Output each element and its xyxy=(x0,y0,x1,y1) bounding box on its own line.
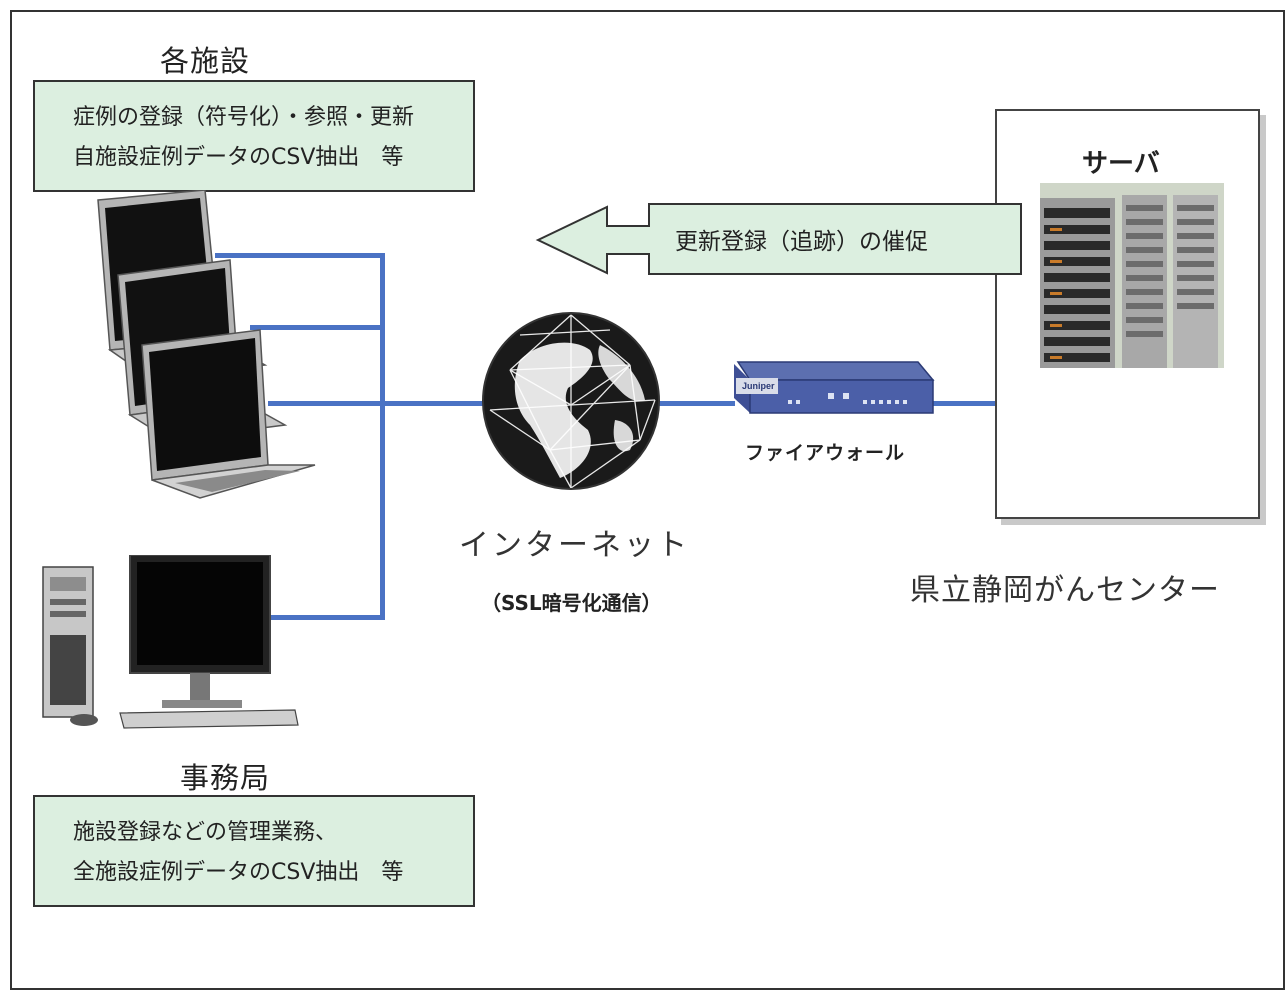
server-rack-icon xyxy=(1040,183,1224,368)
secretariat-function-line: 施設登録などの管理業務、 xyxy=(73,820,338,845)
cancer-center-label: 県立静岡がんセンター xyxy=(910,573,1220,608)
secretariat-title: 事務局 xyxy=(180,761,271,795)
ssl-note: （SSL暗号化通信） xyxy=(481,591,662,615)
reminder-arrow-label: 更新登録（追跡）の催促 xyxy=(675,229,928,255)
firewall-icon: Juniper xyxy=(734,361,935,414)
network-line xyxy=(268,401,483,406)
network-line xyxy=(215,253,385,258)
server-label: サーバ xyxy=(1082,149,1160,179)
reminder-arrow xyxy=(535,203,1022,275)
laptop-icon xyxy=(97,190,316,499)
network-line xyxy=(262,615,385,620)
network-line xyxy=(932,401,997,406)
facilities-title: 各施設 xyxy=(160,44,251,78)
globe-icon xyxy=(482,312,660,490)
network-line xyxy=(250,325,385,330)
network-line xyxy=(655,401,735,406)
facilities-function-line: 自施設症例データのCSV抽出 等 xyxy=(73,145,404,170)
facilities-function-line: 症例の登録（符号化）・参照・更新 xyxy=(73,105,415,130)
firewall-brand: Juniper xyxy=(742,381,775,391)
network-line xyxy=(380,253,385,620)
secretariat-functions-box: 施設登録などの管理業務、 全施設症例データのCSV抽出 等 xyxy=(33,795,475,907)
firewall-label: ファイアウォール xyxy=(745,442,906,464)
desktop-pc-icon xyxy=(42,555,299,729)
facilities-functions-box: 症例の登録（符号化）・参照・更新 自施設症例データのCSV抽出 等 xyxy=(33,80,475,192)
internet-label: インターネット xyxy=(459,528,690,563)
secretariat-function-line: 全施設症例データのCSV抽出 等 xyxy=(73,860,404,885)
